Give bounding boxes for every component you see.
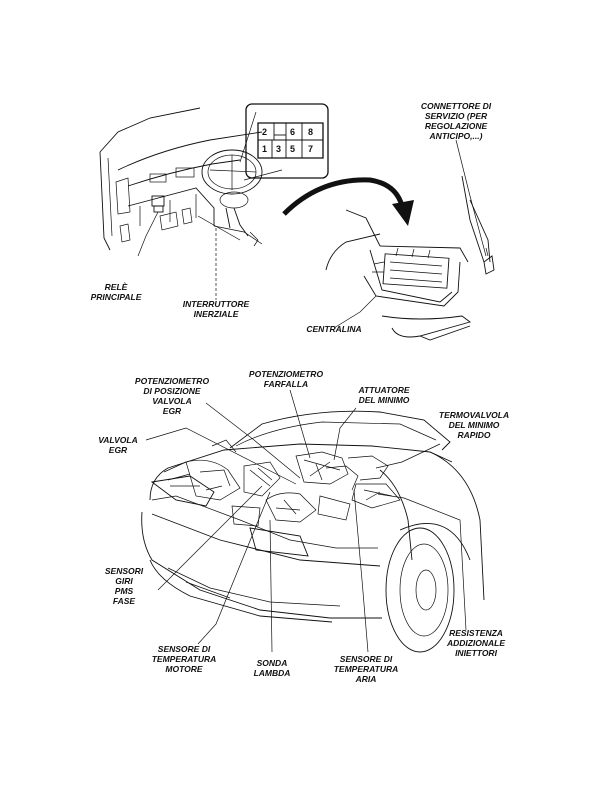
leader-lines [145, 389, 467, 653]
svg-text:POTENZIOMETRO: POTENZIOMETRO [135, 376, 210, 386]
pin-3: 3 [276, 144, 281, 154]
svg-text:REGOLAZIONE: REGOLAZIONE [425, 121, 488, 131]
dashboard-drawing [99, 107, 283, 300]
pin-6: 6 [290, 127, 295, 137]
svg-text:ARIA: ARIA [355, 674, 377, 684]
label-potenziometro-farfalla: POTENZIOMETRO FARFALLA [249, 369, 324, 389]
svg-text:SERVIZIO (PER: SERVIZIO (PER [425, 111, 488, 121]
svg-text:TEMPERATURA: TEMPERATURA [152, 654, 217, 664]
svg-text:VALVOLA: VALVOLA [98, 435, 138, 445]
label-sonda-lambda: SONDA LAMBDA [254, 658, 291, 678]
svg-text:FARFALLA: FARFALLA [264, 379, 308, 389]
label-sensore-temp-motore: SENSORE DI TEMPERATURA MOTORE [152, 644, 217, 674]
svg-text:FASE: FASE [113, 596, 136, 606]
svg-text:INTERRUTTORE: INTERRUTTORE [183, 299, 250, 309]
svg-text:INERZIALE: INERZIALE [194, 309, 239, 319]
label-termovalvola: TERMOVALVOLA DEL MINIMO RAPIDO [439, 410, 509, 440]
service-connector-pinout: 2 6 8 1 3 5 7 [245, 103, 329, 179]
svg-text:SENSORE DI: SENSORE DI [158, 644, 211, 654]
svg-text:ATTUATORE: ATTUATORE [358, 385, 410, 395]
svg-text:RAPIDO: RAPIDO [457, 430, 490, 440]
svg-text:SENSORI: SENSORI [105, 566, 144, 576]
pin-8: 8 [308, 127, 313, 137]
ecu-drawing [325, 139, 495, 341]
svg-text:DEL MINIMO: DEL MINIMO [359, 395, 410, 405]
label-potenziometro-posizione-egr: POTENZIOMETRO DI POSIZIONE VALVOLA EGR [135, 376, 210, 416]
svg-text:VALVOLA: VALVOLA [152, 396, 192, 406]
svg-text:PRINCIPALE: PRINCIPALE [91, 292, 142, 302]
svg-text:ADDIZIONALE: ADDIZIONALE [446, 638, 505, 648]
svg-text:CONNETTORE DI: CONNETTORE DI [421, 101, 492, 111]
label-resistenza-iniettori: RESISTENZA ADDIZIONALE INIETTORI [446, 628, 505, 658]
label-connettore-di-servizio: CONNETTORE DI SERVIZIO (PER REGOLAZIONE … [421, 101, 492, 141]
svg-text:TEMPERATURA: TEMPERATURA [334, 664, 399, 674]
car-front-drawing [141, 410, 485, 653]
pin-5: 5 [290, 144, 295, 154]
svg-text:EGR: EGR [163, 406, 182, 416]
svg-text:SENSORE DI: SENSORE DI [340, 654, 393, 664]
svg-text:RESISTENZA: RESISTENZA [449, 628, 503, 638]
svg-text:MOTORE: MOTORE [165, 664, 202, 674]
pin-7: 7 [308, 144, 313, 154]
svg-text:CENTRALINA: CENTRALINA [306, 324, 361, 334]
svg-text:DEL MINIMO: DEL MINIMO [449, 420, 500, 430]
label-attuatore-minimo: ATTUATORE DEL MINIMO [358, 385, 410, 405]
label-sensore-temp-aria: SENSORE DI TEMPERATURA ARIA [334, 654, 399, 684]
svg-text:GIRI: GIRI [115, 576, 133, 586]
label-centralina: CENTRALINA [306, 324, 361, 334]
svg-text:RELÈ: RELÈ [105, 282, 128, 292]
svg-text:INIETTORI: INIETTORI [455, 648, 498, 658]
transition-arrow [282, 177, 414, 226]
svg-text:ANTICIPO,...): ANTICIPO,...) [429, 131, 483, 141]
pin-2: 2 [262, 127, 267, 137]
pin-1: 1 [262, 144, 267, 154]
svg-text:EGR: EGR [109, 445, 128, 455]
svg-text:POTENZIOMETRO: POTENZIOMETRO [249, 369, 324, 379]
label-interruttore-inerziale: INTERRUTTORE INERZIALE [183, 299, 250, 319]
svg-text:SONDA: SONDA [257, 658, 288, 668]
svg-text:TERMOVALVOLA: TERMOVALVOLA [439, 410, 509, 420]
svg-text:PMS: PMS [115, 586, 134, 596]
svg-text:LAMBDA: LAMBDA [254, 668, 291, 678]
svg-text:DI POSIZIONE: DI POSIZIONE [143, 386, 200, 396]
label-sensori-giri: SENSORI GIRI PMS FASE [105, 566, 144, 606]
label-rele-principale: RELÈ PRINCIPALE [91, 282, 142, 302]
label-valvola-egr: VALVOLA EGR [98, 435, 138, 455]
